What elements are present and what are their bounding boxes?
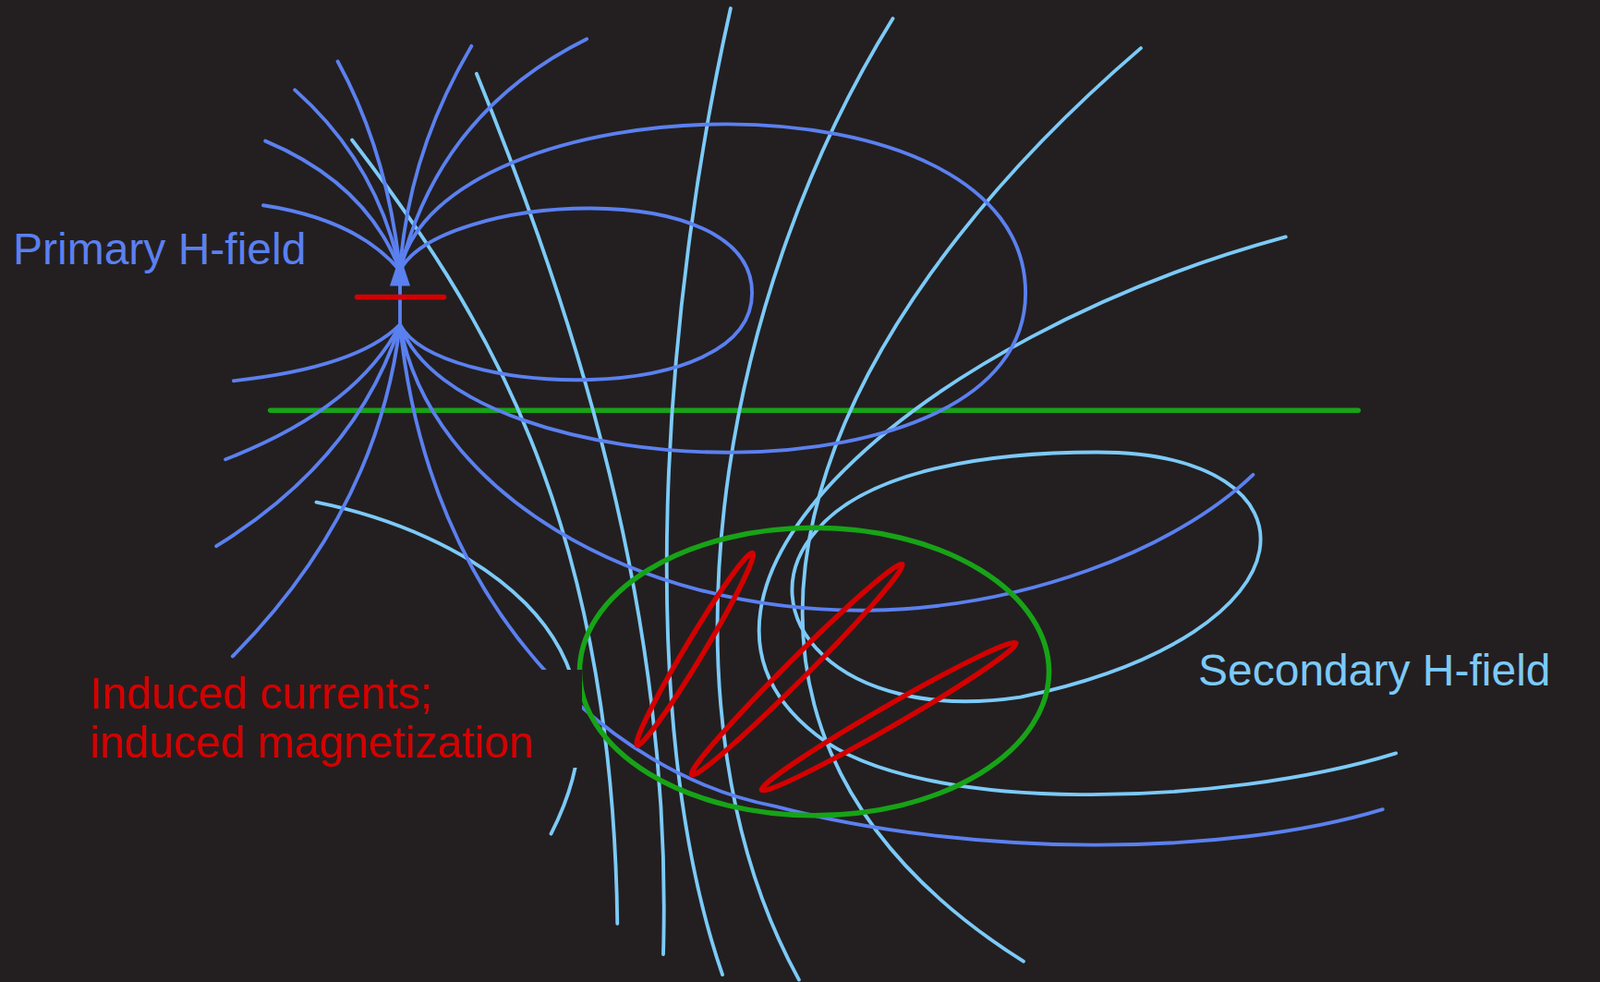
conductive-body bbox=[579, 527, 1049, 815]
primary-field-label: Primary H-field bbox=[10, 225, 309, 275]
induced-current-loops bbox=[629, 547, 1021, 799]
secondary-field-lines bbox=[315, 8, 1396, 981]
transmitter-loop bbox=[357, 294, 445, 301]
induced-currents-label: Induced currents; induced magnetization bbox=[86, 669, 582, 768]
dipole-arrowhead bbox=[389, 254, 411, 286]
secondary-field-label: Secondary H-field bbox=[1195, 646, 1554, 696]
